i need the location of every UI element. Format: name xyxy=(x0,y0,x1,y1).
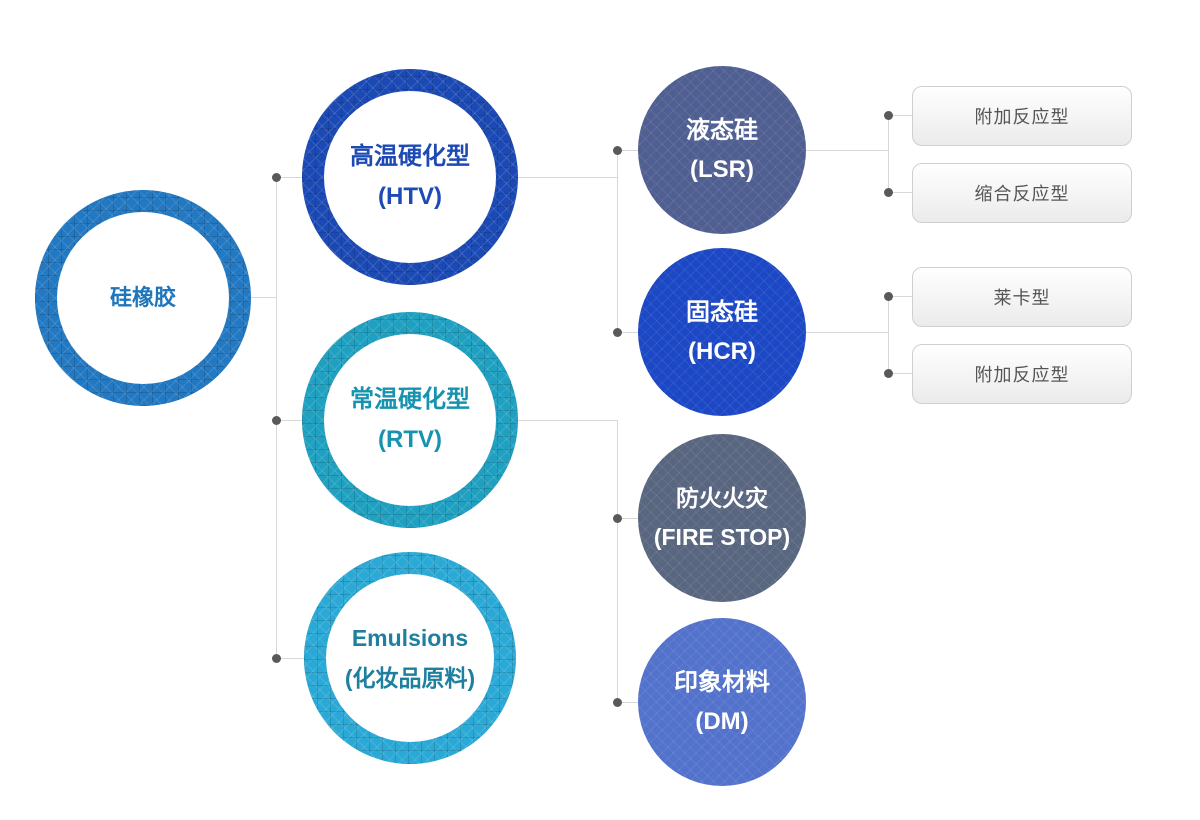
label-line-1: 高温硬化型 xyxy=(350,143,470,170)
connector-line xyxy=(618,332,640,333)
ring-hole xyxy=(326,574,494,742)
node-silicone-rubber-label: 硅橡胶 xyxy=(35,190,251,406)
connector-line xyxy=(806,332,888,333)
connector-line xyxy=(889,115,912,116)
junction-dot xyxy=(613,328,622,337)
label-line-1: 印象材料 xyxy=(674,669,770,696)
label-line-1: 硅橡胶 xyxy=(109,285,176,310)
label-line-2: (DM) xyxy=(695,708,749,735)
connector-trunk-line xyxy=(888,115,889,192)
label-line-2: (HTV) xyxy=(378,183,442,210)
node-silicone-rubber-ring: 硅橡胶 xyxy=(35,190,251,406)
node-htv-ring: 高温硬化型 (HTV) xyxy=(302,69,518,285)
leaf-box-condensation-reaction-type: 缩合反应型 xyxy=(912,163,1132,223)
connector-line xyxy=(889,296,912,297)
connector-line xyxy=(889,192,912,193)
leaf-box-lycra-type: 莱卡型 xyxy=(912,267,1132,327)
junction-dot xyxy=(613,146,622,155)
connector-line xyxy=(251,297,276,298)
ring-hole xyxy=(57,212,229,384)
node-firestop-circle: 防火火灾 (FIRE STOP) xyxy=(638,434,806,602)
leaf-box-label: 附加反应型 xyxy=(974,365,1070,385)
label-line-2: (RTV) xyxy=(378,426,442,453)
node-rtv-label: 常温硬化型 (RTV) xyxy=(302,312,518,528)
label-line-2: (LSR) xyxy=(690,156,754,183)
node-firestop-label: 防火火灾 (FIRE STOP) xyxy=(638,434,806,602)
node-htv-label: 高温硬化型 (HTV) xyxy=(302,69,518,285)
connector-line xyxy=(618,150,640,151)
connector-line xyxy=(277,177,303,178)
leaf-box-label: 缩合反应型 xyxy=(974,184,1070,204)
junction-dot xyxy=(884,188,893,197)
node-emulsions-label: Emulsions (化妆品原料) xyxy=(304,552,516,764)
node-emulsions-ring: Emulsions (化妆品原料) xyxy=(304,552,516,764)
node-hcr-label: 固态硅 (HCR) xyxy=(638,248,806,416)
leaf-box-addition-reaction-type: 附加反应型 xyxy=(912,86,1132,146)
junction-dot xyxy=(613,514,622,523)
connector-line xyxy=(618,702,640,703)
leaf-box-label: 莱卡型 xyxy=(993,288,1051,308)
leaf-box-addition-reaction-type: 附加反应型 xyxy=(912,344,1132,404)
label-line-1: 固态硅 xyxy=(686,299,758,326)
junction-dot xyxy=(272,173,281,182)
junction-dot xyxy=(884,369,893,378)
junction-dot xyxy=(884,111,893,120)
node-hcr-circle: 固态硅 (HCR) xyxy=(638,248,806,416)
leaf-box-label: 附加反应型 xyxy=(974,107,1070,127)
connector-line xyxy=(806,150,888,151)
connector-line xyxy=(518,420,617,421)
label-line-2: (FIRE STOP) xyxy=(653,524,791,550)
connector-trunk-line xyxy=(617,420,618,702)
label-line-1: Emulsions xyxy=(351,625,469,651)
node-lsr-circle: 液态硅 (LSR) xyxy=(638,66,806,234)
connector-trunk-line xyxy=(888,296,889,373)
connector-line xyxy=(277,420,303,421)
node-lsr-label: 液态硅 (LSR) xyxy=(638,66,806,234)
ring-hole xyxy=(324,91,496,263)
connector-line xyxy=(889,373,912,374)
label-line-1: 液态硅 xyxy=(686,117,758,144)
connector-line xyxy=(518,177,617,178)
ring-hole xyxy=(324,334,496,506)
connector-trunk-line xyxy=(617,150,618,332)
node-dm-label: 印象材料 (DM) xyxy=(638,618,806,786)
junction-dot xyxy=(272,654,281,663)
connector-line xyxy=(277,658,304,659)
junction-dot xyxy=(272,416,281,425)
junction-dot xyxy=(613,698,622,707)
junction-dot xyxy=(884,292,893,301)
node-rtv-ring: 常温硬化型 (RTV) xyxy=(302,312,518,528)
node-dm-circle: 印象材料 (DM) xyxy=(638,618,806,786)
label-line-2: (HCR) xyxy=(688,338,756,365)
label-line-1: 防火火灾 xyxy=(676,485,768,511)
label-line-2: (化妆品原料) xyxy=(344,665,476,691)
label-line-1: 常温硬化型 xyxy=(350,386,470,413)
connector-line xyxy=(618,518,640,519)
